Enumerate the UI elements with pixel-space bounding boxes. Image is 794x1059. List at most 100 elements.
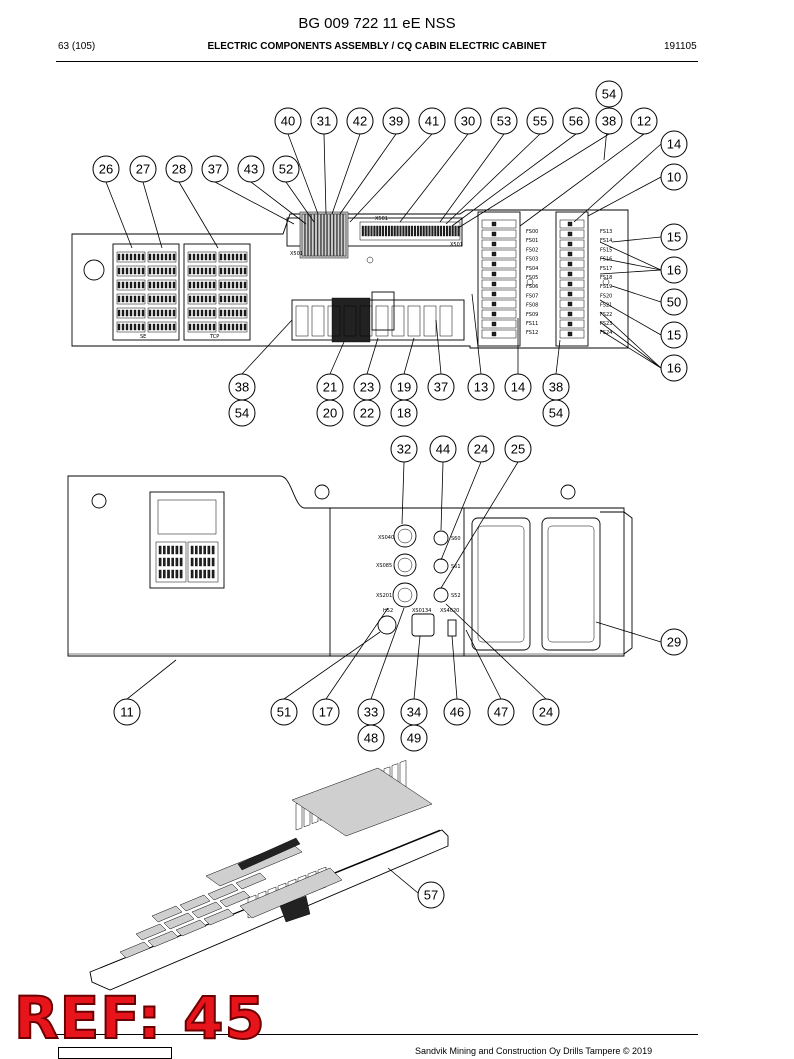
top-callout-15: 15	[660, 321, 688, 349]
fuse-label: FS09	[526, 312, 538, 318]
top-callout-30: 30	[454, 107, 482, 135]
top-callout-27: 27	[129, 155, 157, 183]
leader-line	[599, 299, 662, 336]
svg-text:40: 40	[281, 114, 295, 129]
leader-line	[573, 143, 662, 223]
leader-line	[451, 133, 577, 227]
fuse-label: FS04	[526, 266, 538, 272]
relay	[407, 305, 421, 337]
leader-line	[250, 181, 307, 225]
relay	[375, 305, 389, 337]
svg-text:15: 15	[667, 230, 681, 245]
top-callout-12: 12	[630, 107, 658, 135]
label-x501c: X501	[450, 242, 463, 248]
top-callout-16: 16	[660, 354, 688, 382]
middle-callout-33: 33	[357, 698, 385, 726]
iso-terminal-block	[179, 894, 211, 912]
fuse-label: FS19	[600, 284, 612, 290]
svg-text:13: 13	[474, 380, 488, 395]
svg-text:30: 30	[461, 114, 475, 129]
svg-text:21: 21	[323, 380, 337, 395]
terminal-block	[116, 321, 146, 333]
svg-text:57: 57	[424, 888, 438, 903]
terminal-block	[187, 321, 217, 333]
relay	[327, 305, 341, 337]
terminal-block	[116, 251, 146, 263]
top-callout-42: 42	[346, 107, 374, 135]
label-xs040: XS040	[378, 535, 394, 541]
svg-text:16: 16	[667, 361, 681, 376]
terminal-block	[218, 307, 248, 319]
top-callout-41: 41	[418, 107, 446, 135]
svg-text:16: 16	[667, 263, 681, 278]
middle-view-drawing: XS040 S60 XS085 S61 XS201 S52 H52 XS0134…	[67, 475, 633, 657]
middle-callout-32: 32	[390, 435, 418, 463]
terminal-block	[187, 293, 217, 305]
top-callout-13: 13	[467, 373, 495, 401]
fuse-label: FS02	[526, 247, 538, 253]
leader-line	[611, 236, 662, 243]
fuse-label: FS14	[600, 238, 612, 244]
fuse-label: FS18	[600, 275, 612, 281]
top-callout-16: 16	[660, 256, 688, 284]
terminal-block	[147, 279, 177, 291]
fuse-label: FS24	[600, 330, 612, 336]
document-date: 191105	[664, 41, 697, 52]
top-callout-52: 52	[272, 155, 300, 183]
leader-line	[370, 607, 405, 700]
leader-line	[439, 133, 505, 223]
svg-text:38: 38	[235, 380, 249, 395]
svg-text:48: 48	[364, 731, 378, 746]
svg-text:54: 54	[235, 406, 249, 421]
svg-text:56: 56	[569, 114, 583, 129]
svg-text:12: 12	[637, 114, 651, 129]
fuse-label: FS21	[600, 303, 612, 309]
top-callout-38: 38	[228, 373, 256, 401]
isometric-view-drawing	[89, 760, 449, 991]
iso-terminal-block	[235, 872, 267, 890]
terminal-block	[147, 307, 177, 319]
relay	[343, 305, 357, 337]
leader-line	[325, 607, 389, 700]
top-callout-31: 31	[310, 107, 338, 135]
svg-text:38: 38	[549, 380, 563, 395]
terminal-block	[147, 293, 177, 305]
leader-line	[587, 176, 662, 217]
fuse-label: FS08	[526, 303, 538, 309]
iso-terminal-block	[175, 919, 207, 937]
fuse-label: FS00	[526, 229, 538, 235]
relay	[359, 305, 373, 337]
leader-line	[599, 241, 662, 271]
footer-rule	[56, 1034, 698, 1035]
leader-line	[178, 181, 219, 249]
document-title: BG 009 722 11 eE NSS	[298, 15, 456, 32]
relay	[423, 305, 437, 337]
terminal-block	[116, 265, 146, 277]
leader-line	[285, 181, 315, 223]
svg-text:11: 11	[120, 705, 134, 720]
svg-text:33: 33	[364, 705, 378, 720]
middle-callout-34: 34	[400, 698, 428, 726]
iso-terminal-block	[191, 901, 223, 919]
fuse-label: FS15	[600, 247, 612, 253]
fuse-label: FS07	[526, 293, 538, 299]
middle-callout-24: 24	[467, 435, 495, 463]
leader-line	[440, 461, 519, 589]
top-view-drawing: SE TCP X501 X501 FS00FS01FS02FS03FS04FS0…	[71, 209, 629, 349]
top-callout-37: 37	[201, 155, 229, 183]
top-callout-14: 14	[660, 130, 688, 158]
leader-line	[440, 461, 444, 531]
leader-line	[471, 293, 482, 375]
top-callout-21: 21	[316, 373, 344, 401]
svg-text:37: 37	[434, 380, 448, 395]
leader-line	[451, 635, 458, 700]
label-xs4020: XS4020	[440, 608, 459, 614]
svg-text:42: 42	[353, 114, 367, 129]
iso-terminal-block	[119, 941, 151, 959]
leader-line	[457, 133, 610, 229]
svg-text:27: 27	[136, 162, 150, 177]
leader-line	[435, 319, 442, 375]
terminal-block	[218, 279, 248, 291]
top-callout-22: 22	[353, 399, 381, 427]
